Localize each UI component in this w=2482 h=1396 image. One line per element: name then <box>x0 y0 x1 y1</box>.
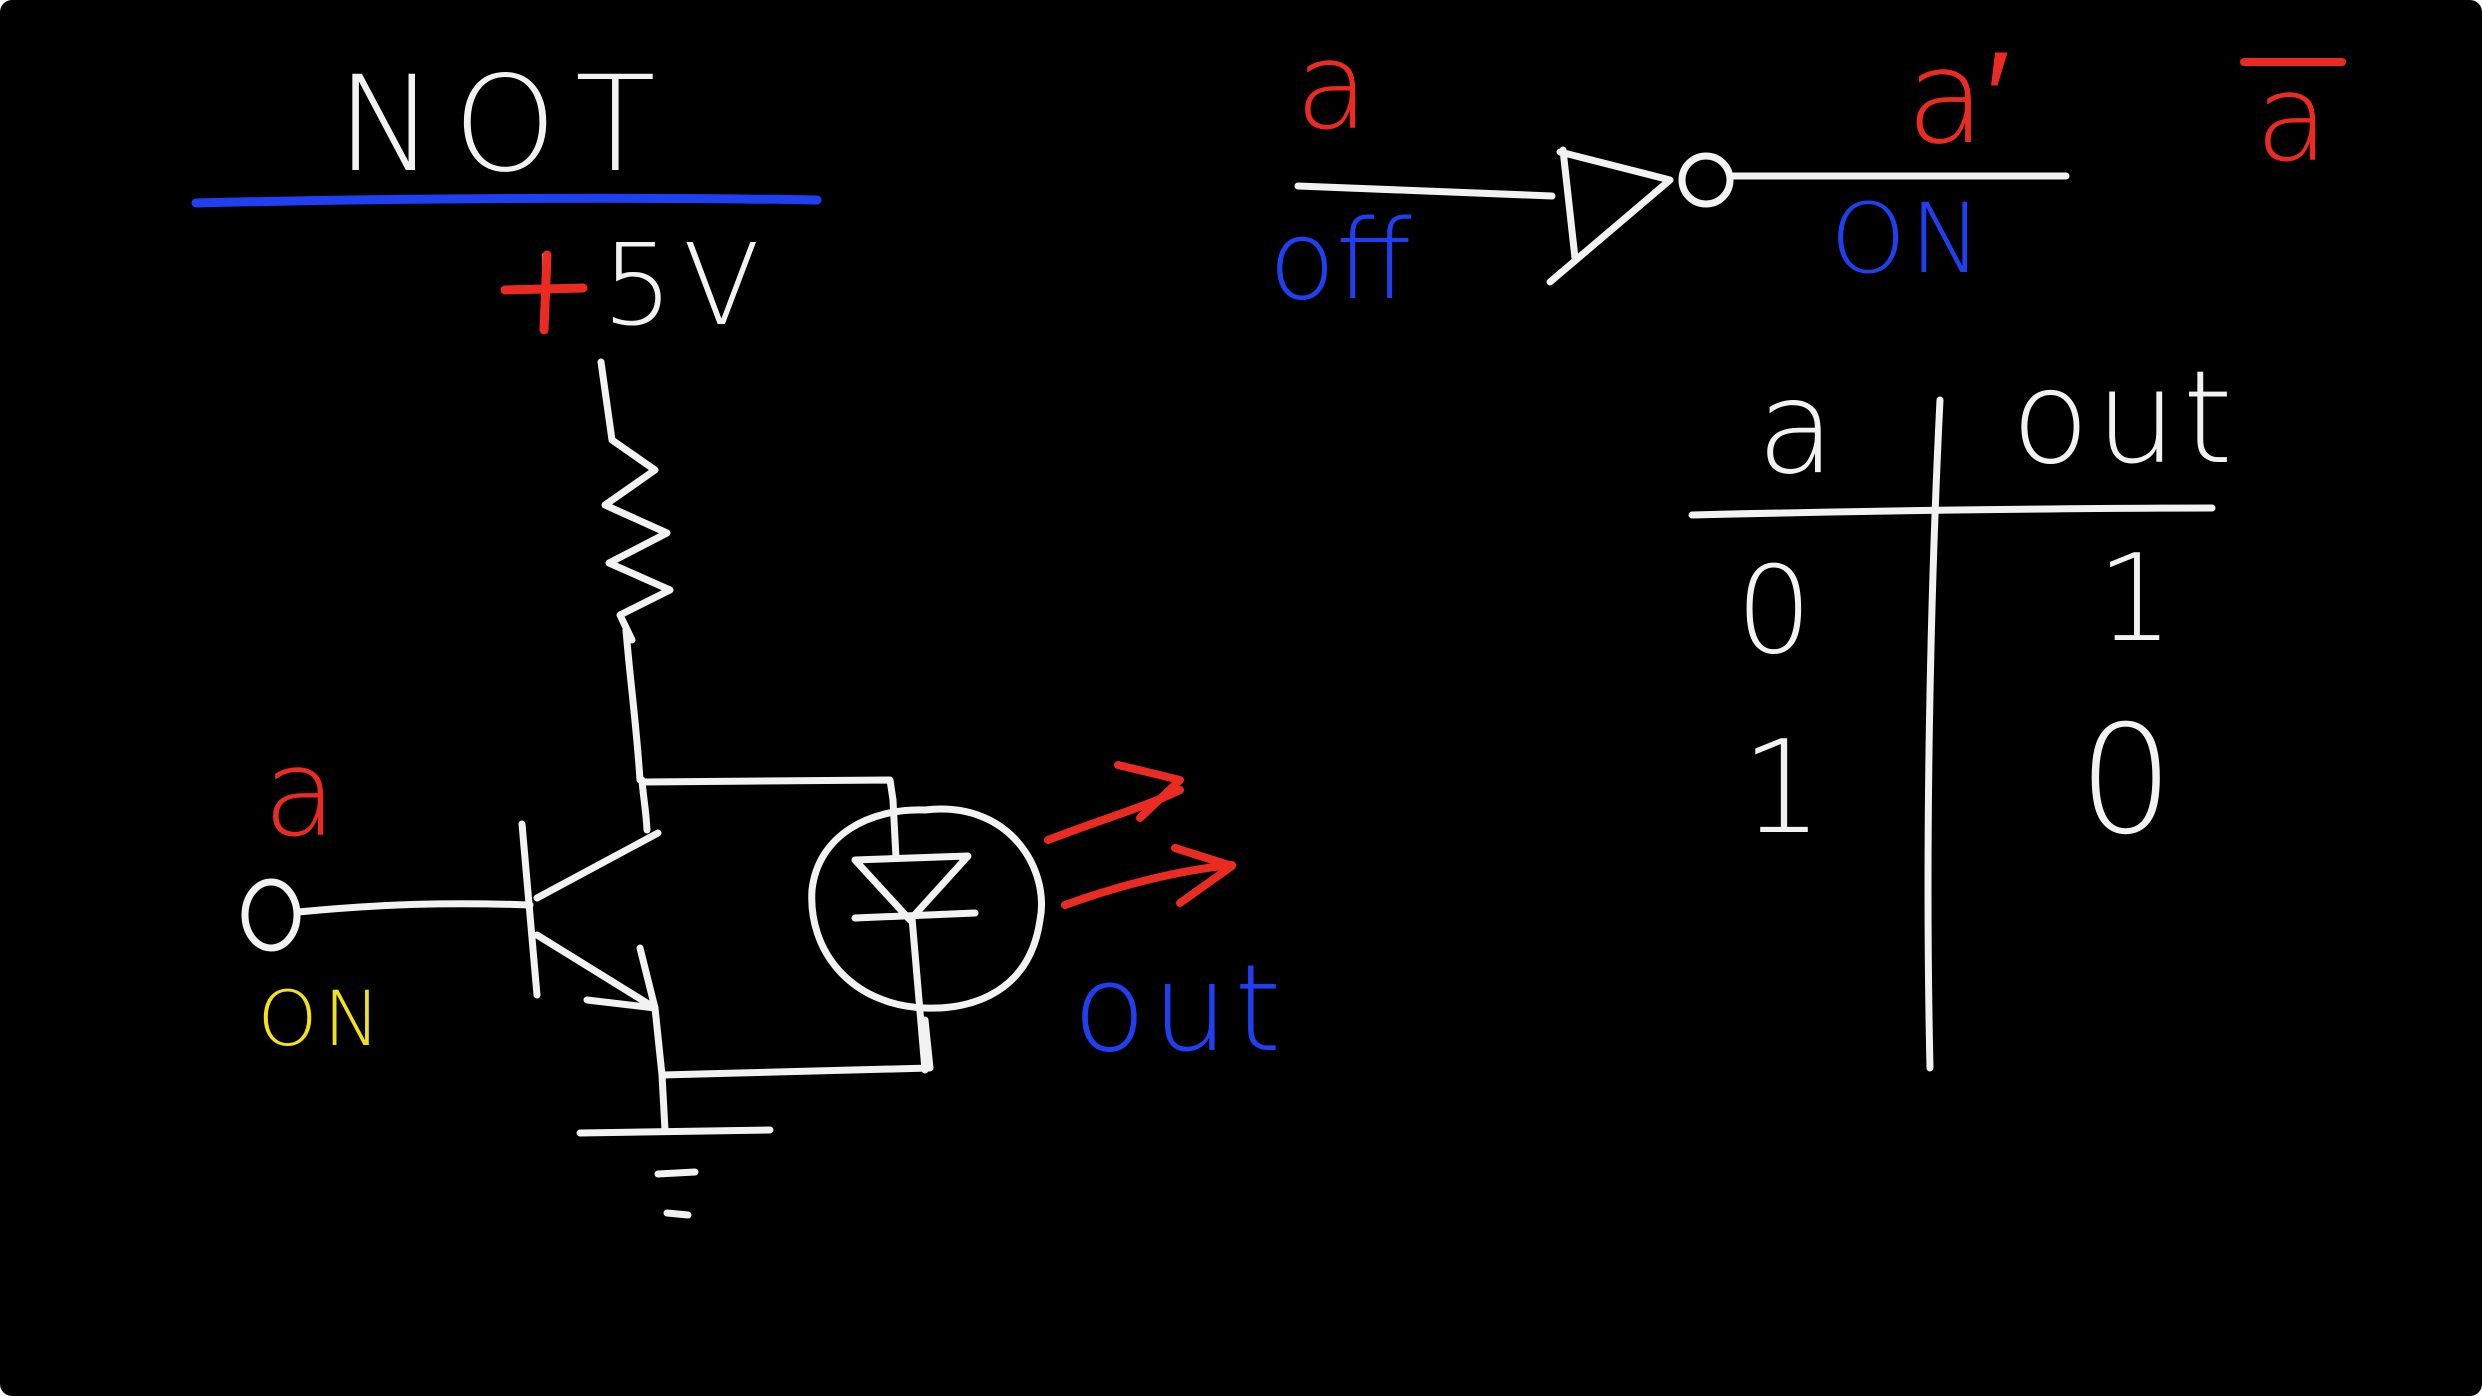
gate-input-state: off <box>1268 196 1411 324</box>
gate-input-label: a <box>1295 18 1369 157</box>
circuit-output-label: out <box>1073 940 1288 1079</box>
light-rays-icon <box>1044 761 1236 909</box>
truth-table: a out 0 1 1 0 <box>1688 344 2239 1072</box>
gate-input-wire <box>1294 182 1556 200</box>
truth-table-cell: 0 <box>2078 694 2173 868</box>
collector-wire <box>622 626 644 784</box>
led-bottom-wire <box>658 1016 934 1079</box>
truth-table-divider <box>1924 396 1944 1072</box>
led-icon <box>808 796 1045 1074</box>
truth-table-header-a: a <box>1757 354 1835 503</box>
input-terminal-icon <box>241 878 534 952</box>
truth-table-cell: 0 <box>1736 542 1812 681</box>
circuit-input-state: ON <box>258 974 387 1063</box>
truth-table-cell: 1 <box>2097 530 2173 669</box>
supply-plus-sign <box>500 250 588 335</box>
led-top-wire <box>641 776 897 804</box>
truth-table-header-rule <box>1688 504 2216 519</box>
npn-transistor-icon <box>518 776 662 1012</box>
complement-notation: a <box>2255 50 2329 189</box>
gate-output-state: ON <box>1830 183 1985 295</box>
ground-icon <box>576 1126 774 1219</box>
circuit-input-label: a <box>263 725 337 864</box>
truth-table-cell: 1 <box>1741 714 1822 863</box>
title-underline <box>191 193 822 208</box>
resistor-icon <box>597 358 674 644</box>
truth-table-header-out: out <box>2011 344 2239 493</box>
not-gate-icon <box>1546 146 1734 286</box>
title: NOT <box>336 48 673 202</box>
emitter-wire <box>651 1004 669 1134</box>
gate-output-label: a′ <box>1906 21 2010 173</box>
